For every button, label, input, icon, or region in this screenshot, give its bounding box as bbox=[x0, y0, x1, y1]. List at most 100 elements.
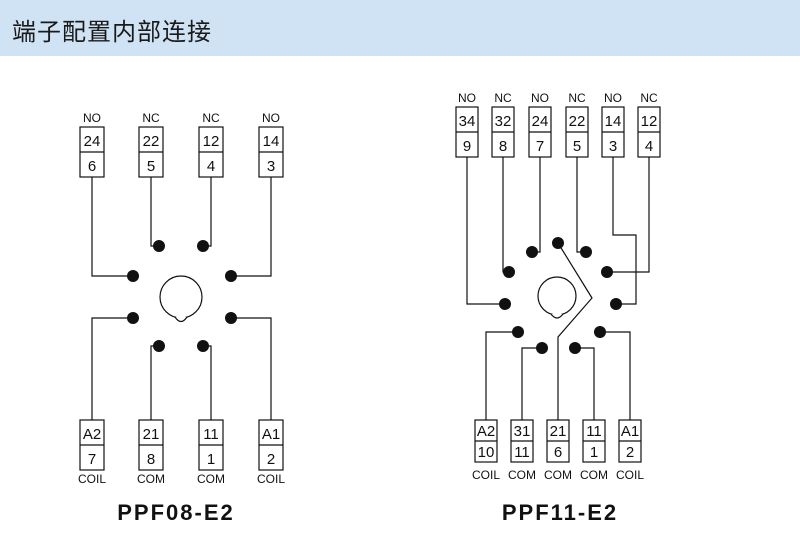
pin-dot bbox=[569, 342, 581, 354]
terminal-box: 24 6 bbox=[79, 126, 105, 178]
terminal-type-label: NC bbox=[494, 91, 512, 105]
terminal-type-label: COM bbox=[580, 468, 608, 482]
pin-number: 4 bbox=[207, 158, 215, 175]
terminal-number: A2 bbox=[477, 423, 495, 440]
terminal-type-label: NC bbox=[142, 111, 160, 125]
terminal-type-label: NO bbox=[531, 91, 549, 105]
wire bbox=[231, 177, 272, 277]
terminal-box: A1 2 bbox=[258, 419, 284, 471]
wire bbox=[502, 157, 509, 273]
pin-dot bbox=[153, 340, 165, 352]
terminal-number: 21 bbox=[143, 426, 160, 443]
pin-dot bbox=[536, 342, 548, 354]
terminal-number: 34 bbox=[459, 113, 476, 130]
terminal-box: 24 7 bbox=[528, 106, 552, 158]
terminal-box: 31 11 bbox=[510, 419, 534, 463]
terminal-box: 22 5 bbox=[565, 106, 589, 158]
center-key bbox=[159, 275, 203, 323]
pin-dot bbox=[499, 298, 511, 310]
wire bbox=[607, 157, 650, 273]
terminal-number: 14 bbox=[263, 133, 280, 150]
pin-number: 1 bbox=[207, 451, 215, 468]
pin-number: 2 bbox=[626, 444, 634, 461]
terminal-number: 11 bbox=[586, 423, 602, 440]
terminal-type-label: NO bbox=[262, 111, 280, 125]
terminal-type-label: NO bbox=[604, 91, 622, 105]
pin-dot bbox=[127, 312, 139, 324]
pin-number: 6 bbox=[554, 444, 562, 461]
terminal-type-label: NC bbox=[568, 91, 586, 105]
terminal-box: 34 9 bbox=[455, 106, 479, 158]
terminal-type-label: NO bbox=[458, 91, 476, 105]
page-title: 端子配置内部连接 bbox=[12, 18, 212, 46]
pin-dot bbox=[127, 270, 139, 282]
wire bbox=[485, 331, 518, 420]
pin-number: 7 bbox=[88, 451, 96, 468]
terminal-box: 11 1 bbox=[582, 419, 606, 463]
pin-number: 3 bbox=[609, 138, 617, 155]
pin-dot bbox=[225, 312, 237, 324]
wire bbox=[150, 345, 159, 420]
wire bbox=[91, 317, 133, 420]
terminal-box: 21 8 bbox=[138, 419, 164, 471]
terminal-number: 21 bbox=[550, 423, 567, 440]
model-name: PPF08-E2 bbox=[117, 500, 235, 525]
terminal-box: 11 1 bbox=[198, 419, 224, 471]
terminal-number: 31 bbox=[514, 423, 531, 440]
wire bbox=[532, 157, 541, 253]
terminal-type-label: COIL bbox=[472, 468, 500, 482]
pin-number: 8 bbox=[147, 451, 155, 468]
terminal-number: 22 bbox=[143, 133, 160, 150]
wire bbox=[576, 157, 586, 253]
pin-dot bbox=[601, 266, 613, 278]
pin-number: 1 bbox=[590, 444, 598, 461]
terminal-number: 14 bbox=[605, 113, 622, 130]
pin-number: 2 bbox=[267, 451, 275, 468]
terminal-box: A2 10 bbox=[474, 419, 498, 463]
wire bbox=[600, 331, 631, 420]
pin-number: 3 bbox=[267, 158, 275, 175]
terminal-number: 32 bbox=[495, 113, 512, 130]
model-name: PPF11-E2 bbox=[502, 500, 618, 525]
pin-dot bbox=[526, 246, 538, 258]
pin-dot bbox=[580, 246, 592, 258]
terminal-number: 11 bbox=[203, 426, 219, 443]
terminal-type-label: COIL bbox=[78, 472, 106, 486]
terminal-number: 22 bbox=[569, 113, 586, 130]
terminal-box: 14 3 bbox=[601, 106, 625, 158]
pin-number: 9 bbox=[463, 138, 471, 155]
terminal-type-label: COM bbox=[508, 468, 536, 482]
pin-number: 4 bbox=[645, 138, 653, 155]
terminal-box: 21 6 bbox=[546, 419, 570, 463]
center-key bbox=[537, 276, 577, 319]
terminal-number: A1 bbox=[621, 423, 639, 440]
wire bbox=[203, 177, 212, 247]
terminal-box: 22 5 bbox=[138, 126, 164, 178]
wire bbox=[575, 347, 595, 420]
page-header: 端子配置内部连接 bbox=[0, 0, 800, 56]
pin-number: 7 bbox=[536, 138, 544, 155]
terminal-number: 12 bbox=[203, 133, 220, 150]
pin-number: 5 bbox=[573, 138, 581, 155]
pin-dot bbox=[512, 326, 524, 338]
wire bbox=[150, 177, 159, 247]
pin-dot bbox=[197, 240, 209, 252]
pin-dot bbox=[552, 237, 564, 249]
pin-dot bbox=[594, 326, 606, 338]
diagram-ppf11: NO NC NO NC NO NC 34 9 32 8 24 7 22 bbox=[455, 91, 661, 525]
wire bbox=[466, 157, 505, 305]
terminal-box: 14 3 bbox=[258, 126, 284, 178]
diagram-ppf08: NO NC NC NO 24 6 22 5 12 4 14 3 bbox=[78, 111, 285, 525]
terminal-type-label: NO bbox=[83, 111, 101, 125]
terminal-type-label: COM bbox=[544, 468, 572, 482]
terminal-type-label: COIL bbox=[616, 468, 644, 482]
terminal-number: A2 bbox=[83, 426, 101, 443]
terminal-number: 12 bbox=[641, 113, 658, 130]
terminal-type-label: COIL bbox=[257, 472, 285, 486]
pin-dot bbox=[197, 340, 209, 352]
terminal-box: 12 4 bbox=[198, 126, 224, 178]
pin-dot bbox=[503, 266, 515, 278]
terminal-number: 24 bbox=[532, 113, 549, 130]
terminal-box: 12 4 bbox=[637, 106, 661, 158]
